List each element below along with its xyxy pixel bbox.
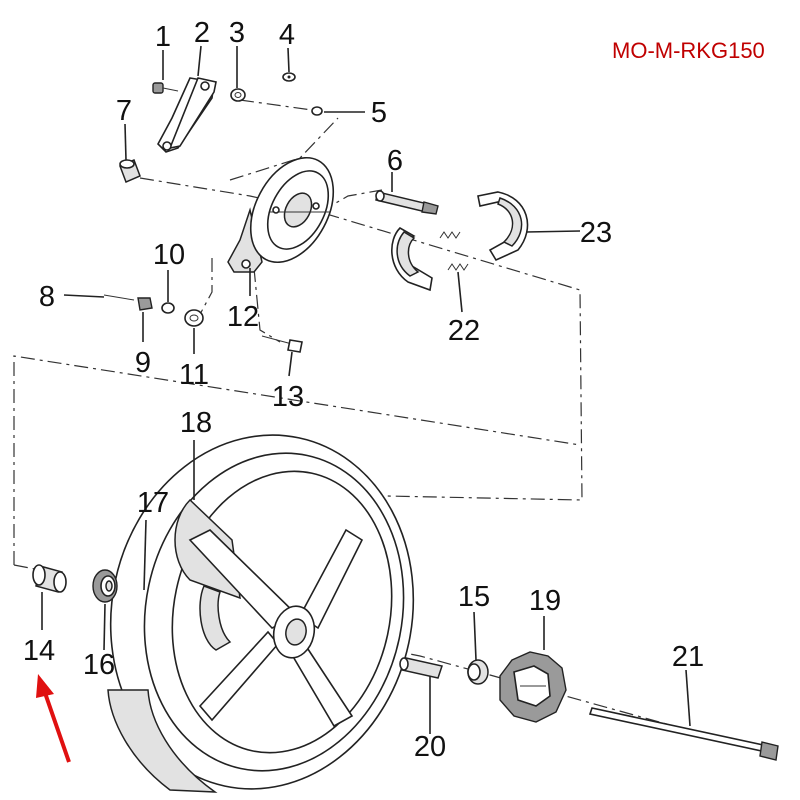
part-16-bearing (92, 569, 118, 603)
callout-12: 12 (227, 301, 259, 333)
callout-6: 6 (387, 145, 403, 177)
part-20-sleeve (399, 657, 443, 679)
part-5-seal (311, 106, 323, 116)
callout-16: 16 (83, 649, 115, 681)
callout-19: 19 (529, 585, 561, 617)
callout-1: 1 (155, 21, 171, 53)
callout-4: 4 (279, 19, 295, 51)
callout-10: 10 (153, 239, 185, 271)
part-12-brake-panel (227, 156, 335, 273)
callout-11: 11 (179, 359, 209, 391)
callout-22: 22 (448, 315, 480, 347)
red-arrow-icon (36, 674, 71, 763)
part-1-bolt (152, 82, 179, 94)
callout-14: 14 (23, 635, 55, 667)
part-11-washer (184, 309, 204, 327)
part-17-18-wheel (107, 434, 415, 793)
part-4-nut (282, 72, 296, 82)
leader-lines (41, 45, 691, 734)
callout-23: 23 (580, 217, 612, 249)
callout-2: 2 (194, 17, 210, 49)
callout-labels: 1 2 3 4 5 6 7 8 9 10 11 12 13 14 15 16 1… (23, 17, 704, 763)
part-19-speedometer-drive (499, 651, 567, 723)
diagram-code: MO-M-RKG150 (612, 38, 765, 63)
callout-7: 7 (116, 95, 132, 127)
part-15-collar (467, 659, 489, 685)
part-7-bushing (119, 159, 141, 183)
callout-21: 21 (672, 641, 704, 673)
callout-9: 9 (135, 347, 151, 379)
callout-13: 13 (272, 381, 304, 413)
callout-3: 3 (229, 17, 245, 49)
part-6-cam-shaft (375, 190, 439, 215)
part-2-brake-arm (157, 77, 217, 153)
callout-18: 18 (180, 407, 212, 439)
part-22-springs (439, 231, 469, 271)
part-3-washer (230, 88, 246, 102)
part-9-nut (137, 297, 153, 311)
part-8-pin (103, 294, 135, 301)
part-23-brake-shoes (391, 191, 529, 292)
part-14-spacer (32, 564, 67, 593)
callout-5: 5 (371, 97, 387, 129)
part-13-bolt (261, 335, 303, 353)
part-10-washer (161, 302, 175, 314)
callout-17: 17 (137, 487, 169, 519)
part-21-axle (588, 707, 779, 761)
callout-20: 20 (414, 731, 446, 763)
callout-15: 15 (458, 581, 490, 613)
callout-8: 8 (39, 281, 55, 313)
